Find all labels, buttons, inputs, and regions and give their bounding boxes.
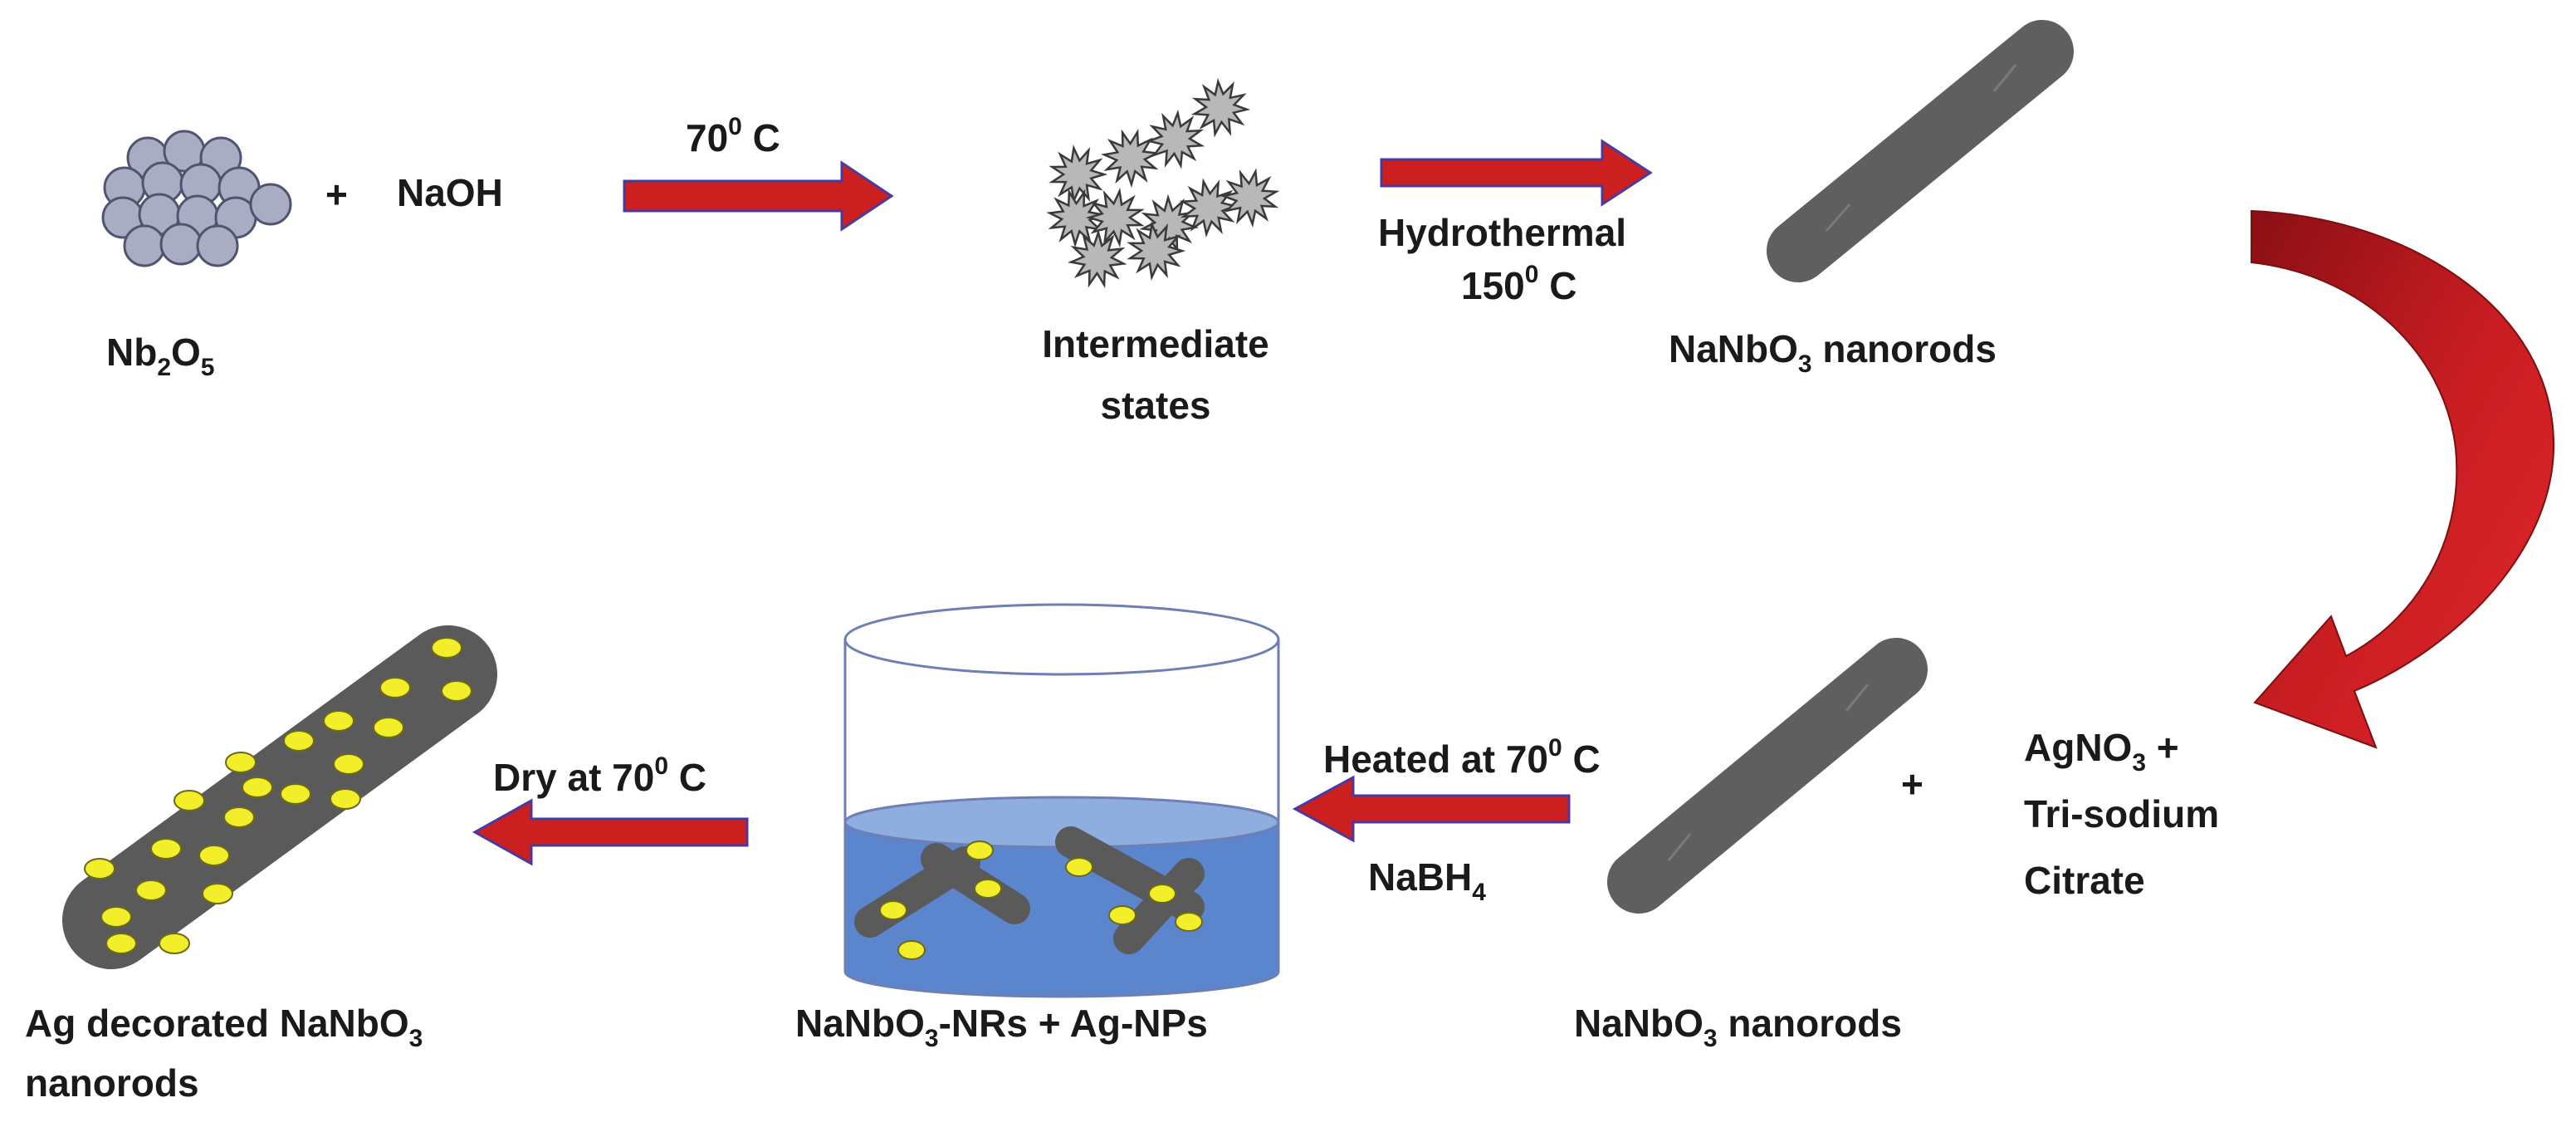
reagent-trisodium: Tri-sodium	[2024, 792, 2219, 835]
plus-sign-2: +	[1901, 762, 1923, 806]
spiky-particle	[1127, 221, 1186, 281]
step2-temp-label: 1500 C	[1461, 261, 1576, 307]
spiky-particle	[1100, 128, 1161, 189]
nb2o5-cluster-icon	[101, 130, 292, 267]
step3-label: Heated at 700 C	[1323, 734, 1601, 781]
spiky-particle	[1190, 77, 1251, 138]
step1-temp-label: 700 C	[686, 113, 780, 159]
spiky-particle	[1085, 188, 1145, 247]
spiky-particle	[1048, 145, 1108, 204]
nb2o5-label: Nb2O5	[106, 331, 214, 381]
arrow-right-1	[623, 160, 894, 232]
mixture-label: NaNbO3-NRs + Ag-NPs	[795, 1002, 1208, 1052]
reducer-label: NaBH4	[1368, 855, 1486, 906]
spiky-particle	[1179, 178, 1239, 238]
nanorod-top-icon	[1767, 20, 2074, 282]
curved-arrow-down	[2251, 209, 2555, 749]
step4-label: Dry at 700 C	[493, 752, 706, 799]
final-label-line2: nanorods	[25, 1061, 199, 1105]
nanorod-bottom-icon	[1607, 638, 1928, 914]
product-1-label: NaNbO3 nanorods	[1669, 327, 1997, 378]
intermediate-label-line1: Intermediate	[1042, 322, 1269, 365]
ag-decorated-nanorod-icon	[62, 625, 497, 969]
final-label-line1: Ag decorated NaNbO3	[25, 1002, 423, 1052]
arrow-left-3	[1292, 775, 1571, 843]
arrow-right-2	[1380, 139, 1653, 207]
product-2-label: NaNbO3 nanorods	[1574, 1002, 1902, 1052]
arrow-left-4	[472, 798, 749, 866]
beaker-icon	[843, 603, 1280, 998]
reagent-citrate: Citrate	[2024, 859, 2145, 902]
intermediate-label-line2: states	[1101, 384, 1211, 427]
spiky-particle	[1145, 109, 1205, 169]
spiky-particle	[1067, 228, 1127, 289]
intermediate-particles-icon	[1046, 77, 1280, 289]
spiky-particle	[1220, 168, 1280, 228]
reagent-agno3: AgNO3 +	[2024, 726, 2179, 777]
step2-line1: Hydrothermal	[1378, 211, 1626, 254]
plus-sign-1: +	[325, 173, 348, 216]
naoh-label: NaOH	[397, 171, 503, 214]
